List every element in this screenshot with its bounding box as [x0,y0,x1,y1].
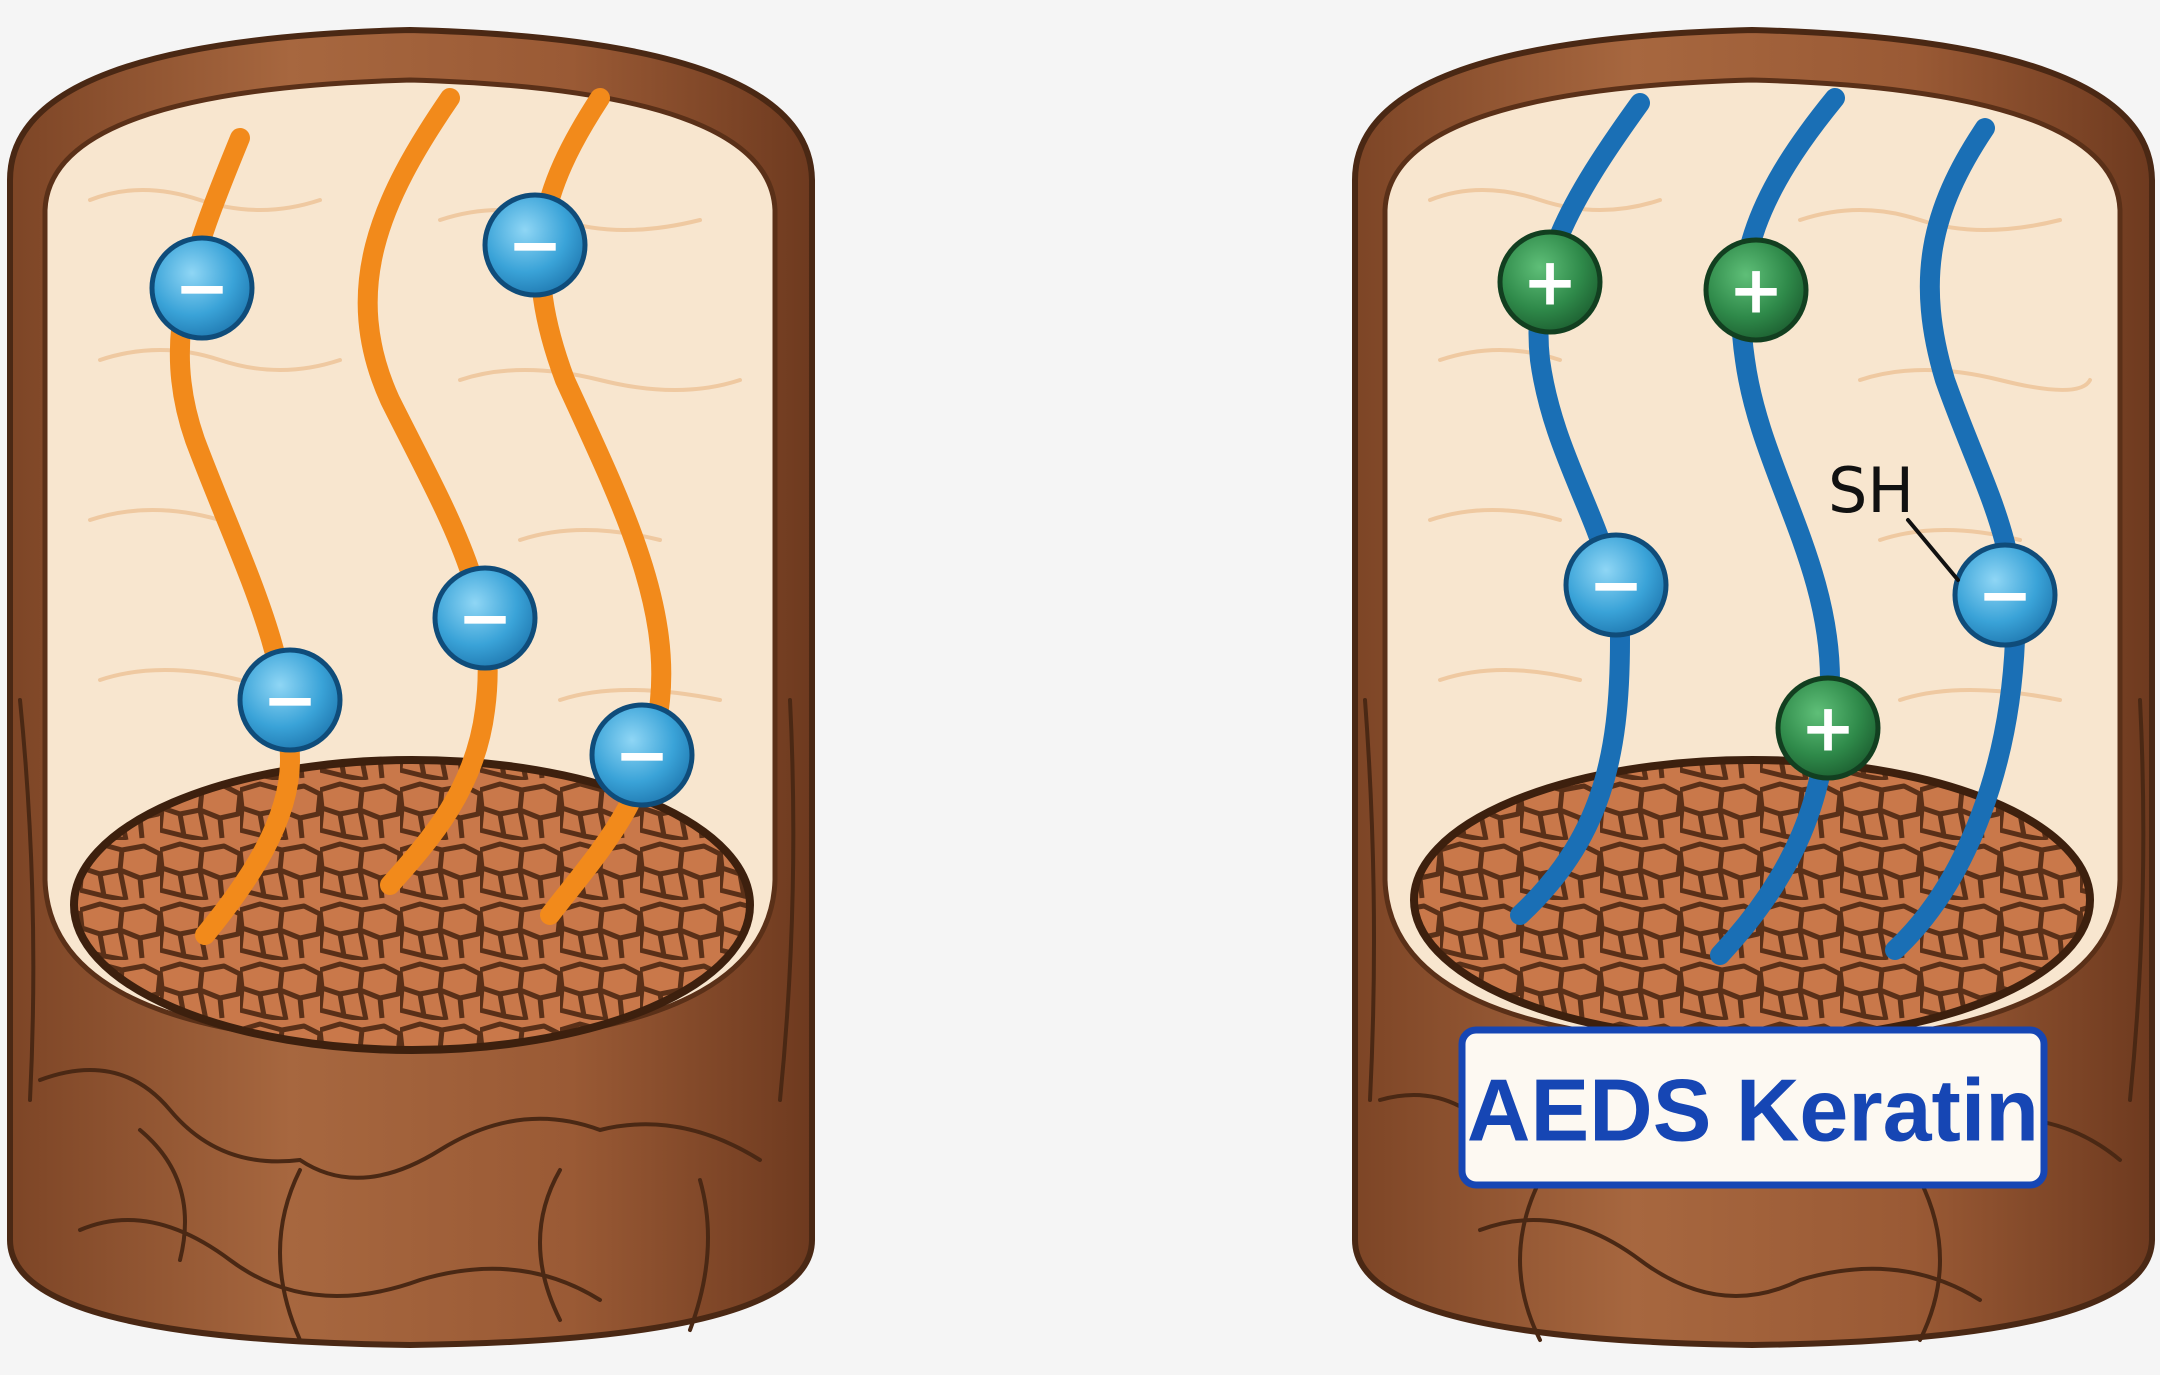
right-ion-neg-1: − [1563,532,1669,638]
svg-text:−: − [457,580,512,657]
sh-group-annotation: SH [1828,454,1960,582]
right-hair-fiber: + + + − − SH AEDS Ker [1352,26,2155,1349]
svg-text:+: + [1522,244,1577,321]
sh-leader-line [1906,518,1960,582]
left-fiber-bark-texture [18,698,796,1342]
svg-text:−: − [507,207,562,284]
right-fiber-charges: + + + − − [1497,229,2058,781]
svg-text:−: − [262,662,317,739]
svg-text:−: − [1588,547,1643,624]
right-ion-neg-2: − [1952,542,2058,648]
left-hair-fiber: − − − − − − [7,26,815,1349]
svg-text:−: − [174,250,229,327]
right-ion-pos-1: + [1497,229,1603,335]
left-ion-3: − [432,565,538,671]
right-strand-2 [1710,88,1845,965]
svg-text:−: − [614,717,669,794]
left-fiber-charges: − − − − − − [149,192,695,808]
product-label-text: AEDS Keratin [1467,1061,2039,1160]
svg-text:+: + [1728,252,1783,329]
sh-label: SH [1828,454,1914,527]
left-ion-2: − [482,192,588,298]
left-ion-1: − [149,235,255,341]
right-fiber-cortex-texture [1428,188,2092,702]
svg-text:−: − [1977,557,2032,634]
product-label-box: AEDS Keratin [1458,1026,2048,1189]
svg-text:+: + [1800,690,1855,767]
product-label-background [1458,1026,2048,1189]
right-strand-3 [1885,118,2026,960]
right-fiber-bark-texture [1363,698,2146,1342]
left-ion-4: − [237,647,343,753]
left-strand-2 [357,88,498,895]
left-fiber-medulla [70,756,754,1054]
right-ion-pos-3: + [1775,675,1881,781]
right-ion-pos-2: + [1703,237,1809,343]
left-ion-5: − [589,702,695,808]
